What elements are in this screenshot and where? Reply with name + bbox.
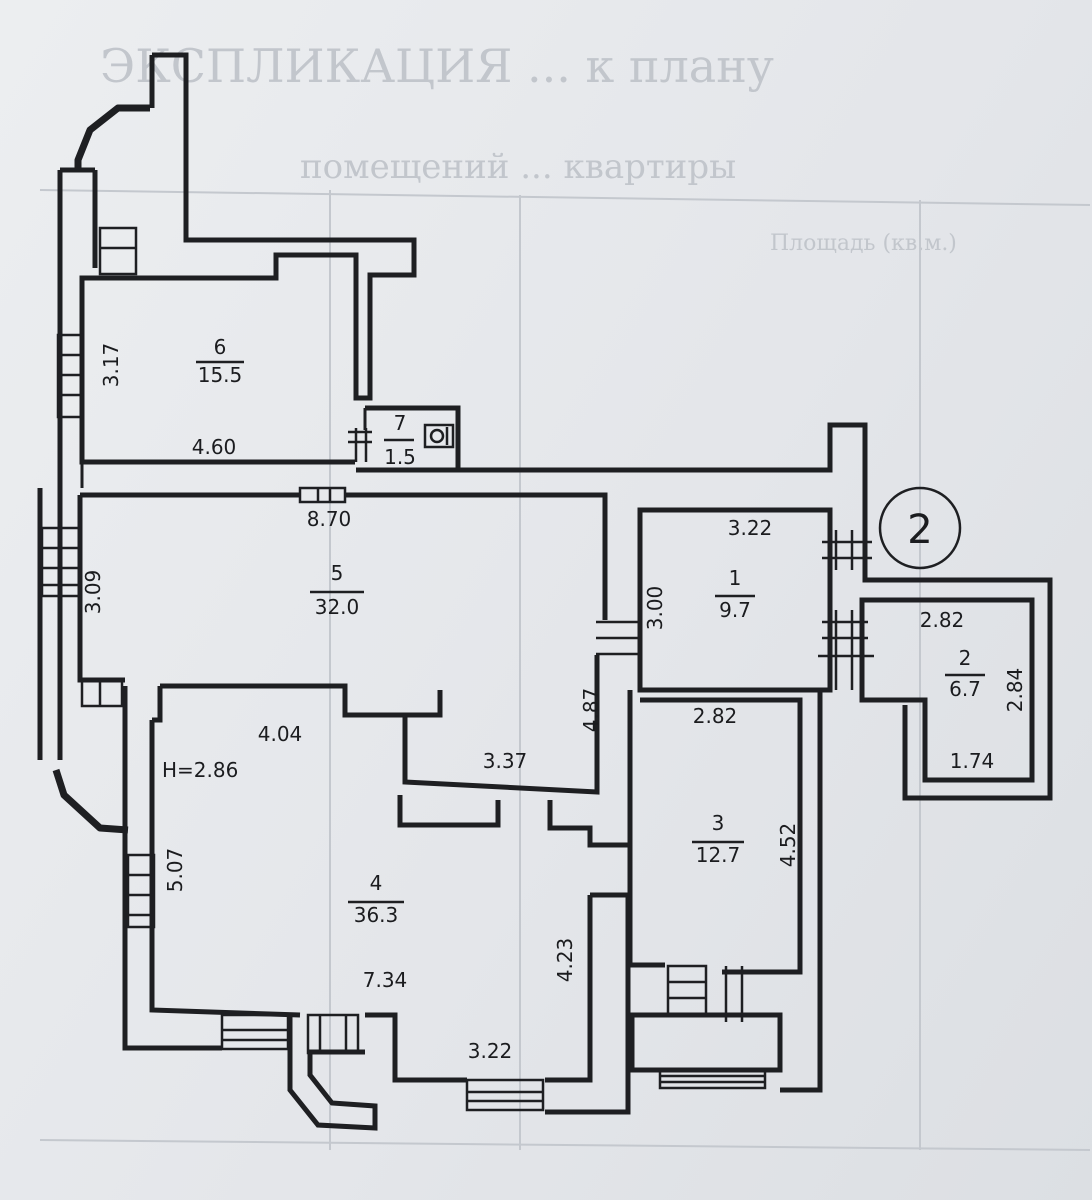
window-tower bbox=[98, 226, 138, 276]
dim-room5-inner: 3.37 bbox=[483, 749, 528, 773]
door-bay-bottom bbox=[306, 1013, 360, 1055]
room-area: 1.5 bbox=[384, 445, 416, 469]
svg-text:помещений ... квартиры: помещений ... квартиры bbox=[300, 147, 736, 187]
dim-room5-height: 3.09 bbox=[81, 570, 105, 615]
room-area: 15.5 bbox=[198, 363, 243, 387]
room-5-label: 5 32.0 bbox=[310, 561, 364, 619]
dim-room4-bottom: 3.22 bbox=[468, 1039, 513, 1063]
ceiling-height: H=2.86 bbox=[162, 758, 238, 782]
dim-room2-bottom: 1.74 bbox=[950, 749, 995, 773]
room-area: 36.3 bbox=[354, 903, 399, 927]
room-number: 4 bbox=[370, 871, 383, 895]
room-area: 9.7 bbox=[719, 598, 751, 622]
dim-room2-side: 2.84 bbox=[1003, 668, 1027, 713]
dim-room1-width: 3.22 bbox=[728, 516, 773, 540]
background-bleed-through: ЭКСПЛИКАЦИЯ ... к плану помещений ... кв… bbox=[39, 39, 1091, 1151]
dim-room3-height: 4.52 bbox=[776, 823, 800, 868]
room-number: 3 bbox=[712, 811, 725, 835]
window-lobby bbox=[658, 1068, 767, 1090]
dim-room1-height: 3.00 bbox=[643, 586, 667, 631]
room-area: 12.7 bbox=[696, 843, 741, 867]
dim-room5-depth: 4.87 bbox=[579, 688, 603, 733]
door-room1-room2 bbox=[818, 610, 874, 690]
room-3-label: 3 12.7 bbox=[692, 811, 744, 867]
room-number: 2 bbox=[959, 646, 972, 670]
dimension-labels: 3.17 4.60 8.70 3.09 3.22 3.00 2.82 2.84 … bbox=[81, 343, 1027, 1063]
room-2-label: 2 6.7 bbox=[945, 646, 985, 701]
door-room5-corridor bbox=[596, 620, 640, 656]
bay-windows bbox=[52, 104, 150, 834]
sheet-number-badge: 2 bbox=[878, 486, 962, 570]
dim-room2-top: 2.82 bbox=[920, 608, 965, 632]
dim-room4-top: 4.04 bbox=[258, 722, 303, 746]
door-room4-room5 bbox=[80, 678, 124, 708]
svg-text:Площадь (кв.м.): Площадь (кв.м.) bbox=[770, 231, 957, 256]
toilet-icon bbox=[423, 423, 455, 449]
dim-room4-right: 4.23 bbox=[553, 938, 577, 983]
room-area: 32.0 bbox=[315, 595, 360, 619]
window-bottom-2 bbox=[465, 1078, 545, 1112]
dim-room6-width: 4.60 bbox=[192, 435, 237, 459]
window-room4-left bbox=[126, 853, 156, 929]
dim-room4-length: 7.34 bbox=[363, 968, 408, 992]
window-left-middle bbox=[40, 526, 82, 598]
door-room3-lobby bbox=[666, 964, 744, 1022]
dim-room6-height: 3.17 bbox=[99, 343, 123, 388]
window-left-upper bbox=[56, 333, 84, 419]
walls bbox=[37, 52, 1053, 1131]
room-6-label: 6 15.5 bbox=[196, 335, 244, 387]
dim-room3-width: 2.82 bbox=[693, 704, 738, 728]
openings bbox=[40, 226, 874, 1112]
dim-room4-height: 5.07 bbox=[163, 848, 187, 893]
sheet-number: 2 bbox=[907, 507, 932, 553]
room-number: 7 bbox=[394, 411, 407, 435]
room-4-label: 4 36.3 bbox=[348, 871, 404, 927]
room-1-label: 1 9.7 bbox=[715, 566, 755, 622]
door-room7 bbox=[348, 428, 372, 462]
door-room5-room6 bbox=[298, 486, 347, 504]
door-room1-entry bbox=[822, 530, 872, 570]
room-area: 6.7 bbox=[949, 677, 981, 701]
room-number: 1 bbox=[729, 566, 742, 590]
dim-room5-length: 8.70 bbox=[307, 507, 352, 531]
room-7-label: 7 1.5 bbox=[384, 411, 416, 469]
room-number: 5 bbox=[331, 561, 344, 585]
svg-text:ЭКСПЛИКАЦИЯ ... к плану: ЭКСПЛИКАЦИЯ ... к плану bbox=[100, 39, 774, 93]
room-number: 6 bbox=[214, 335, 227, 359]
window-bottom-1 bbox=[220, 1013, 290, 1051]
room-labels: 6 15.5 7 1.5 5 32.0 1 9.7 2 6.7 3 12.7 bbox=[196, 335, 985, 927]
